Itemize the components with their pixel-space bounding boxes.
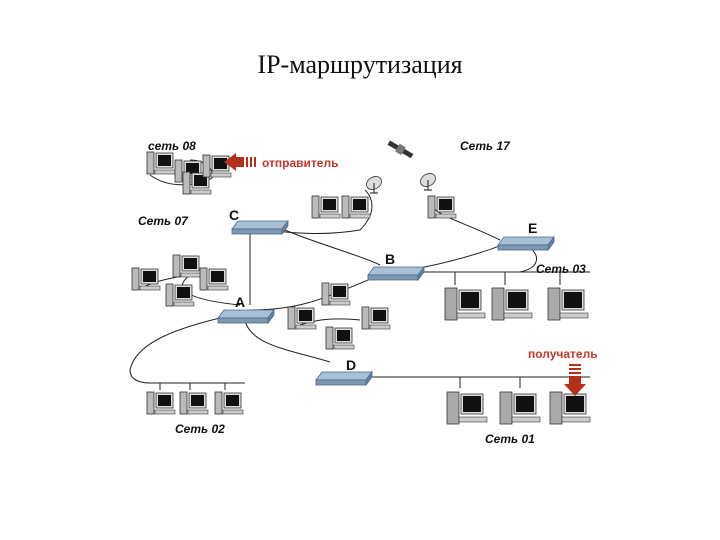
pc-net17-2 bbox=[341, 195, 371, 219]
router-d bbox=[315, 371, 373, 386]
router-label-b: B bbox=[385, 251, 395, 267]
pc-mid-2 bbox=[287, 306, 317, 330]
pc-net07-4 bbox=[165, 283, 195, 307]
pc-net07-2 bbox=[172, 254, 202, 278]
cable-b-e bbox=[419, 241, 511, 269]
satellite-dish-icon bbox=[417, 170, 439, 191]
network-label-08: сеть 08 bbox=[148, 139, 196, 153]
satellite-icon bbox=[387, 140, 414, 159]
pc-mid-4 bbox=[325, 326, 355, 350]
pc-net01-2 bbox=[499, 391, 541, 425]
satellite-dish-icon bbox=[363, 173, 385, 194]
router-label-a: A bbox=[235, 294, 245, 310]
pc-net01-1 bbox=[446, 391, 488, 425]
pc-net17-3 bbox=[427, 195, 457, 219]
network-label-02: Сеть 02 bbox=[175, 422, 225, 436]
network-label-17: Сеть 17 bbox=[460, 139, 511, 153]
network-label-01: Сеть 01 bbox=[485, 432, 535, 446]
sender-label: отправитель bbox=[262, 156, 338, 170]
cable-dish-left bbox=[359, 189, 373, 231]
pc-net08-1 bbox=[146, 151, 176, 175]
cable-c-b bbox=[279, 227, 381, 266]
network-label-03: Сеть 03 bbox=[536, 262, 586, 276]
cable-net08 bbox=[149, 159, 214, 186]
receiver-label: получатель bbox=[528, 347, 598, 361]
network-label-07: Сеть 07 bbox=[138, 214, 189, 228]
router-label-c: C bbox=[229, 207, 239, 223]
pc-net08-4 bbox=[202, 154, 232, 178]
cable-a-net02 bbox=[129, 317, 221, 384]
pc-net02-1 bbox=[146, 391, 176, 415]
cable-e-net03 bbox=[519, 247, 538, 273]
router-b bbox=[367, 266, 425, 281]
pc-mid-1 bbox=[321, 282, 351, 306]
pc-net03-1 bbox=[444, 287, 486, 321]
pc-net02-3 bbox=[214, 391, 244, 415]
router-label-d: D bbox=[346, 357, 356, 373]
cable-mid-pcs bbox=[299, 318, 361, 326]
router-c bbox=[231, 220, 289, 235]
pc-net03-3 bbox=[547, 287, 589, 321]
router-a bbox=[217, 309, 275, 324]
cable-a-b bbox=[249, 274, 381, 311]
pc-net07-1 bbox=[131, 267, 161, 291]
pc-mid-3 bbox=[361, 306, 391, 330]
cable-a-d bbox=[244, 319, 331, 363]
pc-net07-3 bbox=[199, 267, 229, 291]
router-label-e: E bbox=[528, 220, 537, 236]
pc-net17-1 bbox=[311, 195, 341, 219]
router-e bbox=[497, 236, 555, 251]
receiver-arrow-icon bbox=[564, 364, 586, 396]
pc-net03-2 bbox=[491, 287, 533, 321]
pc-net01-receiver bbox=[549, 391, 591, 425]
cables bbox=[129, 159, 590, 384]
page-title: IP-маршрутизация bbox=[257, 50, 463, 79]
sender-arrow-icon bbox=[224, 153, 256, 171]
pc-net02-2 bbox=[179, 391, 209, 415]
